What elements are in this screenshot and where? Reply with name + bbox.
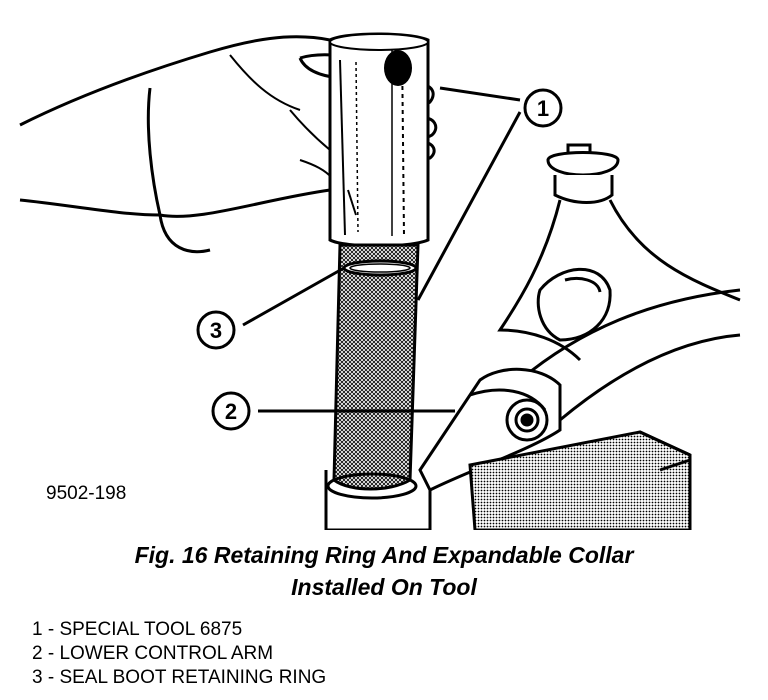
- callout-2: 2: [211, 391, 251, 431]
- leader-lines: [242, 86, 522, 413]
- legend-item-seal-boot-retaining-ring: 3 - SEAL BOOT RETAINING RING: [32, 667, 327, 688]
- special-tool-icon: [324, 32, 432, 530]
- legend-item-lower-control-arm: 2 - LOWER CONTROL ARM: [32, 643, 274, 664]
- callout-3-number: 3: [210, 318, 222, 343]
- callout-1-number: 1: [537, 96, 549, 121]
- illustration: 1 3 2: [19, 32, 741, 530]
- figure-code: 9502-198: [46, 483, 127, 504]
- legend-item-special-tool: 1 - SPECIAL TOOL 6875: [32, 619, 243, 640]
- caption-line-1: Fig. 16 Retaining Ring And Expandable Co…: [134, 542, 634, 568]
- control-arm-icon: [418, 143, 741, 530]
- legend: 1 - SPECIAL TOOL 6875 2 - LOWER CONTROL …: [32, 618, 326, 690]
- callout-3: 3: [196, 310, 236, 350]
- callout-1: 1: [523, 88, 563, 128]
- callout-2-number: 2: [225, 399, 237, 424]
- caption-line-2: Installed On Tool: [291, 574, 477, 600]
